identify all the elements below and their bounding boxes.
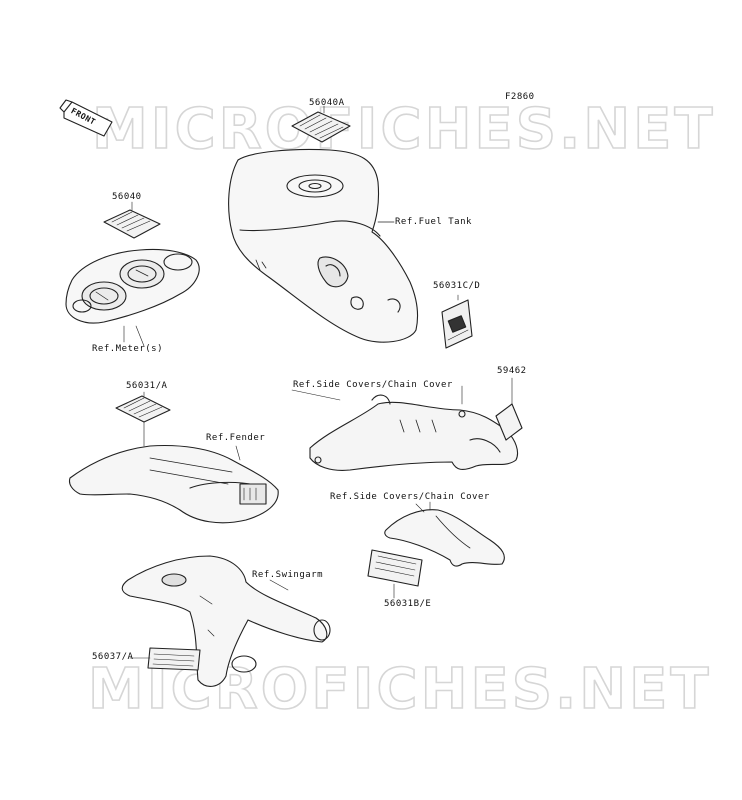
front-arrow-icon [59,99,113,137]
fuel-tank-drawing [228,148,419,343]
label-sticker-56031a [115,391,171,447]
part-label-56040a: 56040A [309,98,345,108]
part-label-56031cd: 56031C/D [433,281,481,291]
swingarm-drawing [121,555,331,687]
ref-label-fuel-tank: Ref.Fuel Tank [395,217,472,227]
meter-cluster-drawing [65,248,200,343]
part-label-56031be: 56031B/E [384,599,432,609]
ref-label-swingarm: Ref.Swingarm [252,570,324,580]
label-sticker-56031be [367,549,423,599]
part-label-59462: 59462 [497,366,527,376]
watermark-top: MICROFICHES.NET [91,97,716,162]
rear-fender-drawing [68,444,279,524]
ref-label-side-covers-lower: Ref.Side Covers/Chain Cover [330,492,490,502]
side-cover-drawing [309,385,519,471]
label-sticker-59462 [495,377,523,441]
label-sticker-56040a [291,105,351,143]
part-label-56037a: 56037/A [92,652,134,662]
ref-label-fender: Ref.Fender [206,433,266,443]
ref-label-side-covers-upper: Ref.Side Covers/Chain Cover [293,380,453,390]
label-sticker-56037a [129,647,201,671]
part-label-56031a: 56031/A [126,381,168,391]
figure-code: F2860 [505,92,535,102]
label-sticker-56040 [103,201,161,239]
label-sticker-56031cd [441,294,473,349]
chain-cover-drawing [384,501,505,567]
ref-label-meters: Ref.Meter(s) [92,344,164,354]
part-label-56040: 56040 [112,192,142,202]
